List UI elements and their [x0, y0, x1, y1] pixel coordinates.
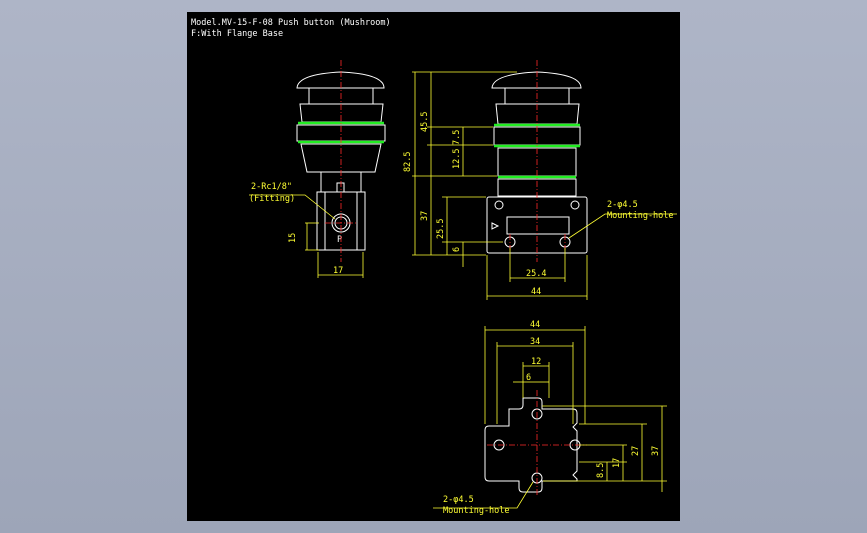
- port-label: 2-Rc1/8": [251, 182, 292, 192]
- base-hole-sublabel: Mounting-hole: [443, 506, 510, 516]
- port-sublabel: (Fitting): [249, 194, 295, 204]
- side-mushroom-head: [491, 71, 582, 89]
- side-dim-6: 6: [452, 247, 462, 252]
- drawing-subtitle: F:With Flange Base: [191, 29, 283, 39]
- side-hole-sublabel: Mounting-hole: [607, 211, 674, 221]
- cad-drawing-viewport[interactable]: Model.MV-15-F-08 Push button (Mushroom) …: [187, 12, 680, 521]
- side-upper-collar: [495, 103, 580, 125]
- side-dim-25-4: 25.4: [526, 269, 546, 279]
- base-dim-6: 6: [526, 373, 531, 383]
- base-hole-label: 2-φ4.5: [443, 495, 474, 505]
- base-outline: [484, 397, 578, 493]
- front-view: P 2-Rc1/8" (Fitting) 15 17: [249, 60, 386, 278]
- side-dim-37: 37: [420, 211, 430, 221]
- side-dim-12-5: 12.5: [452, 149, 462, 169]
- front-upper-collar: [299, 103, 384, 123]
- front-port-fitting: [336, 182, 345, 193]
- side-base-slot: [506, 216, 570, 235]
- cad-drawing: Model.MV-15-F-08 Push button (Mushroom) …: [191, 18, 677, 516]
- base-dim-27: 27: [631, 446, 641, 456]
- port-leader: [249, 194, 336, 220]
- front-port-marker: P: [337, 235, 342, 245]
- base-dim-8-5: 8.5: [596, 463, 606, 478]
- side-view: 82.5 45.5 7.5 12.5 37 25.5 6 25.4 44 2-φ…: [403, 60, 677, 300]
- front-dim-17: 17: [333, 266, 343, 276]
- front-body-taper: [300, 143, 382, 173]
- side-dim-25-5: 25.5: [436, 219, 446, 239]
- base-dim-44: 44: [530, 320, 540, 330]
- base-dim-37: 37: [651, 446, 661, 456]
- drawing-title: Model.MV-15-F-08 Push button (Mushroom): [191, 18, 391, 28]
- front-mushroom-head: [296, 71, 385, 89]
- side-hole-label: 2-φ4.5: [607, 200, 638, 210]
- side-hole-leader: [568, 213, 677, 239]
- base-hole-leader: [433, 481, 534, 509]
- base-view: 44 34 12 6 37 27 17 8.5 2-: [433, 320, 667, 516]
- front-dim-15: 15: [288, 233, 298, 243]
- side-arrow-marker: [491, 222, 500, 230]
- side-dim-45-5: 45.5: [420, 112, 430, 132]
- side-dim-7-5: 7.5: [452, 130, 462, 145]
- base-dim-34: 34: [530, 337, 540, 347]
- side-dim-44: 44: [531, 287, 541, 297]
- base-dim-17: 17: [612, 458, 622, 468]
- base-dim-12: 12: [531, 357, 541, 367]
- side-dim-82-5: 82.5: [403, 152, 413, 172]
